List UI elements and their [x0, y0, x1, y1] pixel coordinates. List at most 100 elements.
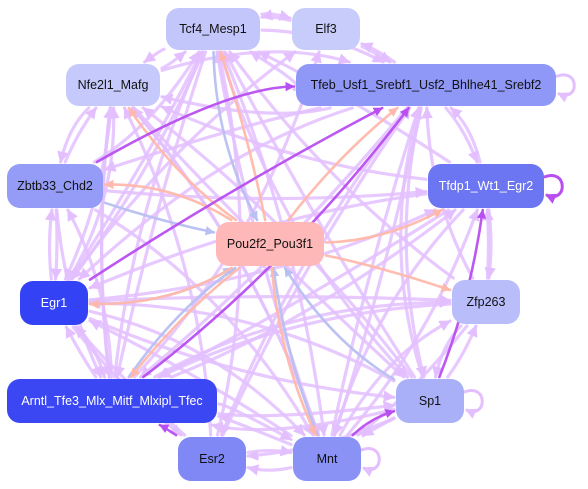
node-arntl-label: Arntl_Tfe3_Mlx_Mitf_Mlxipl_Tfec [21, 394, 202, 408]
node-sp1[interactable]: Sp1 [396, 379, 464, 423]
edge-pou2f2-to-tfeb [287, 106, 399, 222]
node-tfeb-label: Tfeb_Usf1_Srebf1_Usf2_Bhlhe41_Srebf2 [311, 78, 542, 92]
edge-pou2f2-to-tcf4 [218, 50, 267, 222]
node-tcf4[interactable]: Tcf4_Mesp1 [166, 8, 260, 50]
edge-mnt-to-sp1 [351, 409, 396, 437]
edge-pou2f2-to-zfp263 [324, 254, 452, 292]
self-loop-tfdp1 [543, 174, 564, 204]
edge-tcf4-to-egr1 [70, 50, 205, 281]
node-pou2f2-label: Pou2f2_Pou3f1 [227, 237, 313, 251]
node-tfdp1-box [428, 164, 544, 208]
node-elf3[interactable]: Elf3 [292, 8, 360, 50]
node-elf3-label: Elf3 [315, 22, 337, 36]
node-pou2f2[interactable]: Pou2f2_Pou3f1 [216, 222, 324, 266]
edge-esr2-to-tfeb [221, 106, 412, 437]
node-esr2-box [178, 437, 246, 481]
node-tfdp1[interactable]: Tfdp1_Wt1_Egr2 [428, 164, 544, 208]
node-elf3-box [292, 8, 360, 50]
node-nfe2l1-label: Nfe2l1_Mafg [78, 78, 149, 92]
edge-tcf4-to-nfe2l1 [143, 47, 166, 64]
node-egr1-label: Egr1 [41, 296, 67, 310]
edge-pou2f2-to-nfe2l1 [127, 106, 238, 222]
edge-egr1-to-tcf4 [68, 50, 203, 281]
edge-arntl-to-pou2f2 [127, 266, 237, 379]
node-zbtb33[interactable]: Zbtb33_Chd2 [7, 164, 103, 208]
edge-sp1-to-zfp263 [446, 324, 478, 379]
edge-tfeb-to-mnt [332, 106, 423, 437]
node-zfp263-box [452, 280, 520, 324]
edge-zfp263-to-tfdp1 [482, 208, 494, 280]
edge-egr1-to-zfp263 [88, 294, 452, 306]
node-arntl[interactable]: Arntl_Tfe3_Mlx_Mitf_Mlxipl_Tfec [7, 379, 217, 423]
node-zbtb33-label: Zbtb33_Chd2 [17, 179, 93, 193]
node-arntl-box [7, 379, 217, 423]
node-sp1-box [396, 379, 464, 423]
node-esr2[interactable]: Esr2 [178, 437, 246, 481]
self-loop-sp1 [463, 389, 484, 419]
edge-pou2f2-to-egr1 [88, 266, 233, 309]
edge-esr2-to-arntl [158, 423, 178, 437]
edge-zbtb33-to-tfdp1 [103, 186, 428, 201]
edge-mnt-to-esr2 [246, 464, 293, 476]
node-sp1-label: Sp1 [419, 394, 441, 408]
node-egr1-box [20, 281, 88, 325]
node-zfp263-label: Zfp263 [467, 295, 506, 309]
edge-tcf4-to-arntl [113, 50, 208, 379]
edge-zbtb33-to-nfe2l1 [63, 106, 98, 164]
node-nfe2l1-box [66, 64, 160, 106]
edge-zfp263-to-sp1 [432, 324, 463, 379]
node-tcf4-box [166, 8, 260, 50]
edge-elf3-to-tcf4 [260, 9, 292, 22]
edge-tfeb-to-tcf4 [249, 50, 300, 92]
edge-tfeb-to-zbtb33 [103, 106, 322, 172]
edge-nfe2l1-to-zbtb33 [57, 106, 91, 164]
edge-esr2-to-mnt [246, 444, 293, 457]
edge-pou2f2-to-tfdp1 [324, 208, 444, 244]
node-tfeb[interactable]: Tfeb_Usf1_Srebf1_Usf2_Bhlhe41_Srebf2 [296, 64, 556, 106]
edge-zbtb33-to-pou2f2 [103, 201, 216, 236]
edge-elf3-to-tfeb [360, 44, 392, 64]
node-tfeb-box [296, 64, 556, 106]
edge-mnt-to-pou2f2 [269, 266, 319, 437]
edge-pou2f2-to-zbtb33 [103, 179, 233, 222]
node-zfp263[interactable]: Zfp263 [452, 280, 520, 324]
edge-tfeb-to-egr1 [77, 106, 354, 281]
node-tcf4-label: Tcf4_Mesp1 [179, 22, 246, 36]
edge-mnt-to-zfp263 [338, 319, 452, 437]
edge-nfe2l1-to-tcf4 [160, 50, 187, 70]
edge-zfp263-to-arntl [158, 302, 452, 379]
edge-nfe2l1-to-tfeb [160, 50, 351, 72]
node-esr2-label: Esr2 [199, 452, 225, 466]
edge-pou2f2-to-mnt [270, 266, 318, 437]
edge-arntl-to-zbtb33 [66, 208, 113, 379]
edge-mnt-to-tfdp1 [345, 208, 480, 437]
node-mnt-box [293, 437, 361, 481]
edge-sp1-to-pou2f2 [283, 266, 396, 381]
edge-tfeb-to-tfdp1 [444, 106, 479, 164]
edge-tfdp1-to-nfe2l1 [160, 105, 428, 181]
node-tfdp1-label: Tfdp1_Wt1_Egr2 [439, 179, 534, 193]
self-loop-mnt [360, 447, 381, 477]
edge-sp1-to-egr1 [88, 297, 396, 383]
edges-layer [44, 9, 576, 477]
self-loop-tfeb [555, 73, 576, 103]
edge-egr1-to-zbtb33 [44, 208, 57, 281]
edge-zbtb33-to-mnt [94, 208, 315, 437]
edge-tfdp1-to-arntl [157, 208, 450, 379]
edge-zbtb33-to-tfeb [95, 81, 296, 164]
edge-zfp263-to-tcf4 [228, 50, 455, 280]
edge-arntl-to-mnt [217, 402, 293, 441]
edge-tcf4-to-pou2f2 [212, 50, 259, 222]
node-zbtb33-box [7, 164, 103, 208]
edge-egr1-to-tfeb [88, 106, 384, 281]
node-mnt-label: Mnt [317, 452, 338, 466]
edge-mnt-to-tfeb [330, 106, 421, 437]
edge-pou2f2-to-arntl [129, 266, 241, 379]
node-nfe2l1[interactable]: Nfe2l1_Mafg [66, 64, 160, 106]
node-egr1[interactable]: Egr1 [20, 281, 88, 325]
node-mnt[interactable]: Mnt [293, 437, 361, 481]
edge-mnt-to-egr1 [88, 319, 293, 438]
node-pou2f2-box [216, 222, 324, 266]
